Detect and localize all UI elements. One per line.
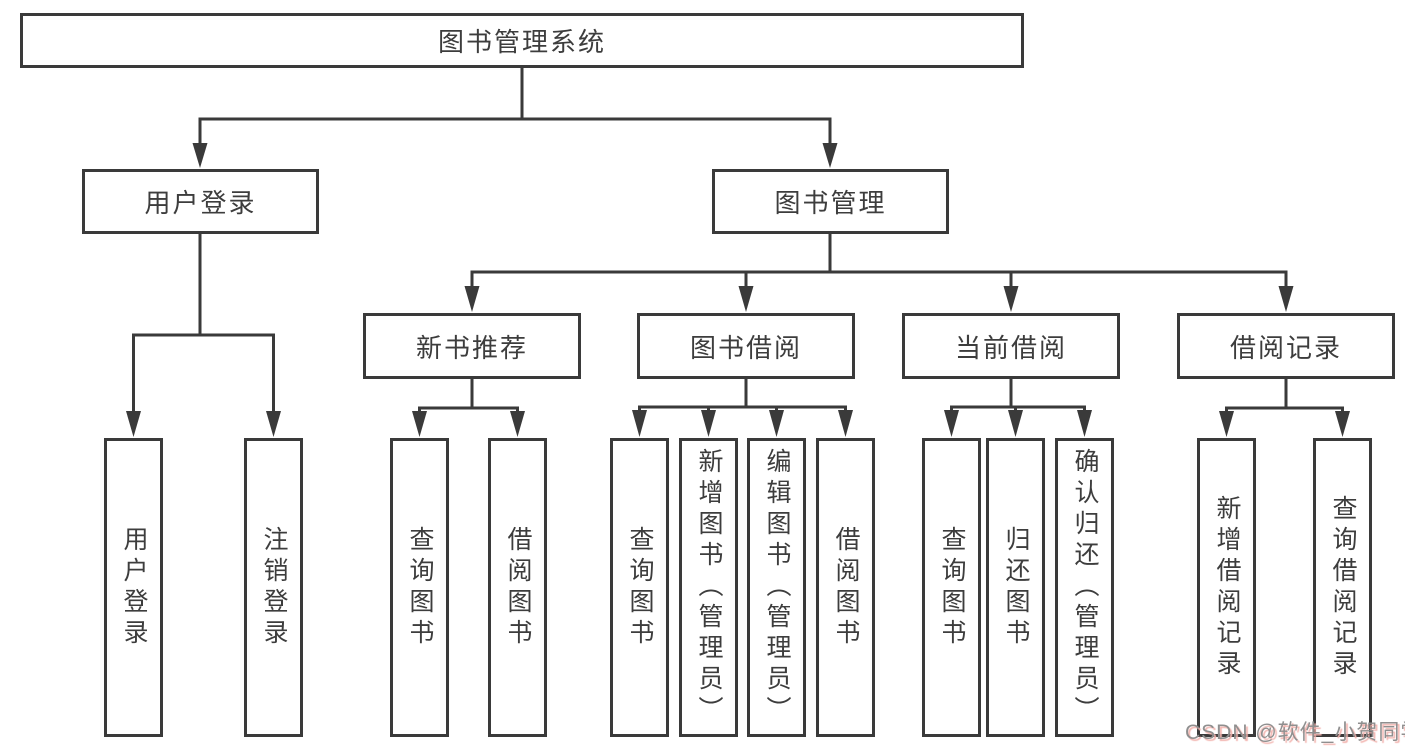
arrowhead-icon — [1003, 286, 1019, 312]
node-label: 编辑图书（管理员） — [763, 448, 791, 727]
node-label: 归还图书 — [1002, 525, 1030, 650]
connector-user-login-to-leaves — [126, 234, 281, 437]
connector-new-book-recommendation-to-leaves — [412, 379, 525, 437]
node-label: 查询图书 — [406, 525, 434, 650]
node-new-book-recommendation: 新书推荐 — [363, 313, 581, 379]
leaf-query-books-borrowing: 查询图书 — [610, 438, 669, 737]
node-label: 图书管理 — [774, 188, 887, 218]
leaf-query-books-current: 查询图书 — [922, 438, 981, 737]
arrowhead-icon — [632, 410, 647, 437]
arrowhead-icon — [1335, 411, 1350, 437]
arrowhead-icon — [192, 143, 208, 168]
arrowhead-icon — [1219, 411, 1234, 437]
node-label: 当前借阅 — [954, 332, 1067, 363]
node-label: 新增图书（管理员） — [695, 448, 723, 727]
arrowhead-icon — [701, 410, 716, 437]
node-label: 新增借阅记录 — [1213, 494, 1241, 681]
leaf-logout: 注销登录 — [244, 438, 303, 737]
connector-current-borrowing-to-leaves — [944, 379, 1092, 437]
arrowhead-icon — [126, 411, 141, 437]
arrowhead-icon — [510, 411, 525, 437]
leaf-borrow-books: 借阅图书 — [816, 438, 875, 737]
node-label: 图书管理系统 — [437, 27, 606, 57]
node-library-management-system: 图书管理系统 — [20, 13, 1024, 68]
arrowhead-icon — [838, 410, 853, 437]
arrowhead-icon — [412, 411, 427, 437]
node-label: 确认归还（管理员） — [1071, 448, 1099, 727]
watermark: CSDN @软件_小贺同学 — [1185, 721, 1405, 744]
node-label: 借阅图书 — [832, 525, 860, 650]
node-label: 查询借阅记录 — [1329, 494, 1357, 681]
arrowhead-icon — [822, 143, 838, 168]
node-label: 借阅记录 — [1229, 332, 1342, 363]
node-label: 查询图书 — [626, 525, 654, 650]
arrowhead-icon — [1278, 286, 1294, 312]
node-label: 新书推荐 — [415, 332, 528, 363]
leaf-query-borrow-record: 查询借阅记录 — [1313, 438, 1372, 737]
arrowhead-icon — [769, 410, 784, 437]
node-label: 用户登录 — [144, 188, 257, 218]
connector-root-to-level2 — [192, 68, 838, 168]
node-user-login: 用户登录 — [82, 169, 319, 234]
leaf-user-login: 用户登录 — [104, 438, 163, 737]
arrowhead-icon — [944, 410, 959, 437]
node-label: 查询图书 — [938, 525, 966, 650]
node-label: 用户登录 — [120, 525, 148, 650]
leaf-edit-books-admin: 编辑图书（管理员） — [747, 438, 806, 737]
node-label: 借阅图书 — [504, 525, 532, 650]
arrowhead-icon — [266, 411, 281, 437]
node-book-borrowing: 图书借阅 — [637, 313, 855, 379]
node-label: 图书借阅 — [689, 332, 802, 363]
arrowhead-icon — [1008, 410, 1023, 437]
node-label: 注销登录 — [260, 525, 288, 650]
connector-book-borrowing-to-leaves — [632, 379, 853, 437]
leaf-confirm-return-admin: 确认归还（管理员） — [1055, 438, 1114, 737]
leaf-return-books: 归还图书 — [986, 438, 1045, 737]
node-borrowing-records: 借阅记录 — [1177, 313, 1395, 379]
node-current-borrowing: 当前借阅 — [902, 313, 1120, 379]
leaf-add-books-admin: 新增图书（管理员） — [679, 438, 738, 737]
leaf-borrow-books-recommend: 借阅图书 — [488, 438, 547, 737]
node-book-management: 图书管理 — [712, 169, 949, 234]
arrowhead-icon — [1077, 410, 1092, 437]
connector-book-management-to-level3 — [464, 234, 1294, 312]
leaf-query-books-recommend: 查询图书 — [390, 438, 449, 737]
arrowhead-icon — [738, 286, 754, 312]
arrowhead-icon — [464, 286, 480, 312]
leaf-add-borrow-record: 新增借阅记录 — [1197, 438, 1256, 737]
connector-borrowing-records-to-leaves — [1219, 379, 1350, 437]
